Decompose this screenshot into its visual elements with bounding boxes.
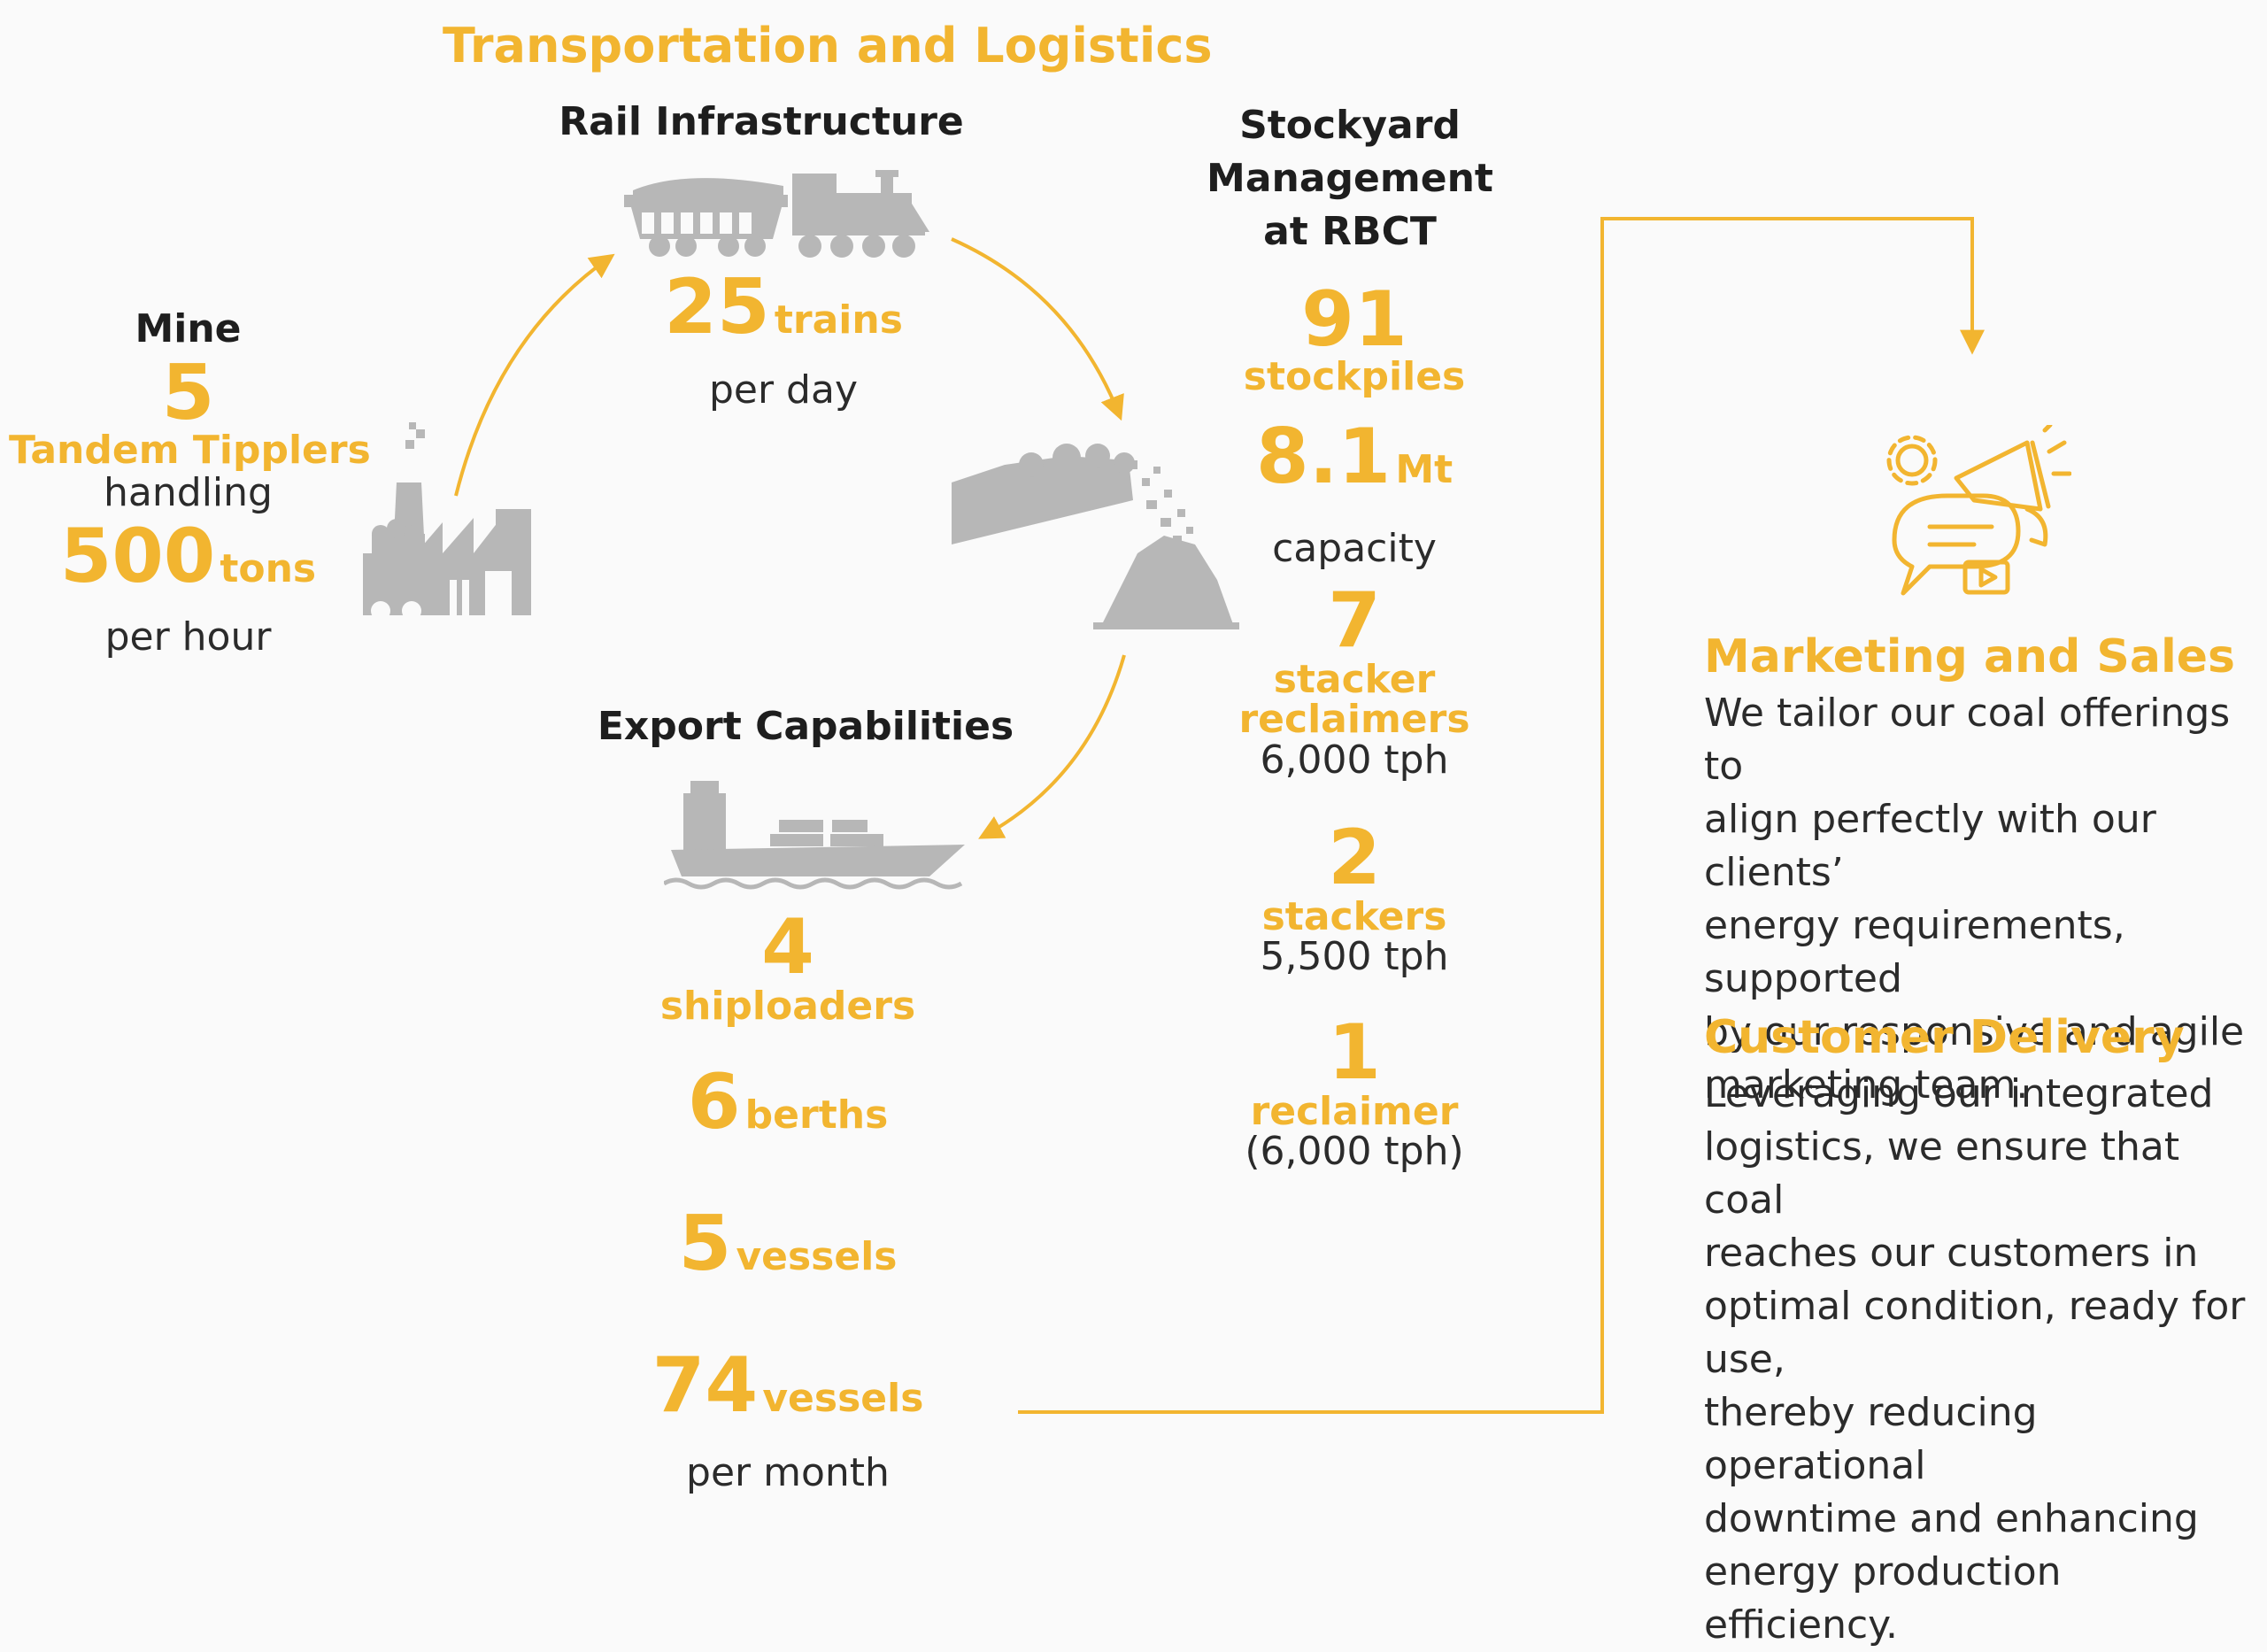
page-title: Transportation and Logistics [443,18,1213,73]
ship-icon [664,781,965,890]
monthly-vessels-period: per month [686,1450,890,1495]
stockyard-heading-line-3: at RBCT [1263,209,1437,254]
train-icon [624,170,929,258]
factory-icon [363,422,531,621]
marketing-line-4: by our responsive and agile [1704,1009,2245,1054]
stackers-rate: 5,500 tph [1260,934,1449,979]
mine-rate-value: 500 [59,513,216,599]
mine-rate-unit: tons [220,546,317,591]
stacker-reclaimers-value: 7 [1328,576,1381,665]
delivery-line-6: downtime and enhancing [1704,1496,2199,1541]
rail-heading: Rail Infrastructure [559,99,964,144]
mine-section: Mine 5 Tandem Tipplers handling 500 tons… [9,301,371,660]
arrow-rail-to-stockyard [951,237,1124,421]
shiploaders-unit: shiploaders [659,984,916,1029]
reclaimer-unit: reclaimer [1250,1089,1459,1134]
berths-row: 6 berths [602,1049,974,1177]
stockpiles-unit: stockpiles [1243,354,1466,399]
berths-value: 6 [687,1058,741,1146]
marketing-line-3: energy requirements, supported [1704,903,2125,1001]
arrow-stockyard-to-export [978,654,1126,839]
stockpile-icon [952,444,1239,629]
mine-rate-period: per hour [104,614,272,660]
stacker-reclaimers-rate: 6,000 tph [1260,737,1449,783]
marketing-heading: Marketing and Sales [1704,630,2235,683]
capacity-label: capacity [1272,526,1437,571]
mine-heading: Mine [135,306,242,351]
capacity-value: 8.1 [1255,413,1392,501]
monthly-vessels-row: 74 vessels [602,1332,974,1460]
stacker-reclaimers-unit-1: stacker [1273,657,1436,702]
delivery-line-1: Leveraging our integrated [1704,1071,2214,1116]
mine-handling-label: handling [104,470,273,515]
delivery-line-4: optimal condition, ready for use, [1704,1284,2246,1382]
reclaimer-value: 1 [1328,1008,1381,1097]
delivery-line-3: reaches our customers in [1704,1231,2199,1276]
monthly-vessels-unit: vessels [762,1376,924,1421]
stockyard-stats: 91 stockpiles 8.1 Mt capacity 7 stacker … [1177,282,1531,1172]
monthly-vessels-value: 74 [652,1341,759,1430]
rail-stat: 25 trains per day [584,259,983,413]
marketing-body: We tailor our coal offerings to align pe… [1704,687,2253,1112]
delivery-body: Leveraging our integrated logistics, we … [1704,1068,2262,1652]
stockyard-heading-line-1: Stockyard [1239,103,1461,148]
reclaimer-rate: (6,000 tph) [1245,1129,1464,1174]
vessels-row: 5 vessels [602,1191,974,1318]
stackers-unit: stackers [1261,894,1447,939]
stackers-value: 2 [1328,814,1381,902]
marketing-line-2: align perfectly with our clients’ [1704,797,2156,895]
line-export-to-marketing [1018,217,1985,1414]
delivery-line-2: logistics, we ensure that coal [1704,1124,2180,1223]
stacker-reclaimers-unit-2: reclaimers [1238,697,1470,742]
mine-tippler-unit: Tandem Tipplers [9,428,371,473]
export-heading: Export Capabilities [597,704,1014,749]
stockyard-heading-line-2: Management [1207,156,1493,201]
capacity-row: 8.1 Mt [1177,404,1531,531]
vessels-value: 5 [678,1200,732,1288]
delivery-heading: Customer Delivery [1704,1011,2185,1064]
mine-rate: 500 tons [9,513,367,620]
shiploaders-value: 4 [761,903,814,992]
berths-unit: berths [744,1092,889,1138]
delivery-line-5: thereby reducing operational [1704,1390,2038,1488]
flow-connectors [454,217,1985,1414]
marketing-line-5: marketing team. [1704,1062,2029,1108]
delivery-line-7: energy production efficiency. [1704,1549,2062,1648]
rail-trains-unit: trains [774,297,903,343]
export-stats: 4 shiploaders 6 berths 5 vessels 74 vess… [602,903,974,1495]
arrow-mine-to-rail [454,253,615,497]
rail-trains-value: 25 [664,263,770,351]
marketing-icon [1886,425,2071,596]
vessels-unit: vessels [736,1234,898,1279]
rail-trains-period: per day [708,367,858,413]
marketing-line-1: We tailor our coal offerings to [1704,691,2231,789]
capacity-unit: Mt [1395,447,1454,492]
mine-tippler-count: 5 [161,349,215,437]
stockpiles-value: 91 [1301,275,1407,364]
stockyard-heading: Stockyard Management at RBCT [1177,99,1523,259]
